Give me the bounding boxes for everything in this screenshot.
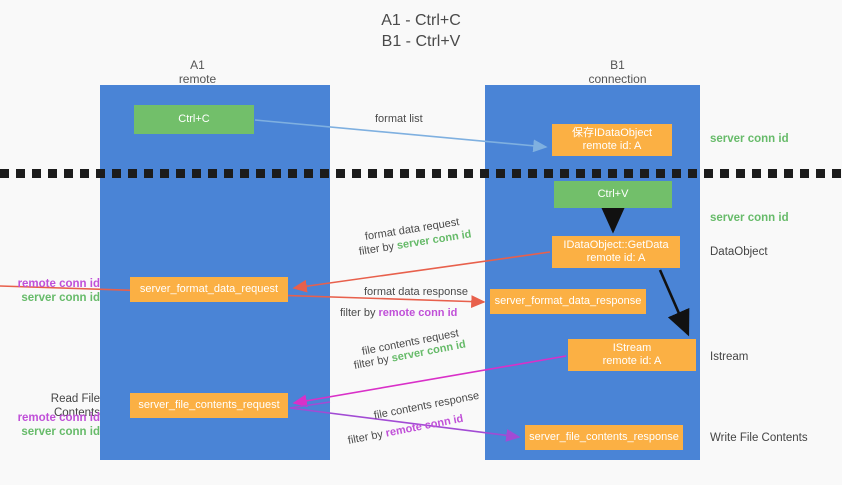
filter-by-text-1: filter by [358,240,398,258]
node-istream[interactable]: IStream remote id: A [568,339,696,371]
edge-label-format-list: format list [375,113,423,125]
node-ctrl-c[interactable]: Ctrl+C [134,105,254,134]
label-conn-ids-format: remote conn id server conn id [8,277,100,305]
node-server-format-data-request[interactable]: server_format_data_request [130,277,288,302]
label-write-file-contents: Write File Contents [710,432,808,444]
filter-by-text-3: filter by [352,352,393,372]
node-ctrl-v[interactable]: Ctrl+V [554,181,672,208]
label-remote-conn-id-2: remote conn id [17,412,100,424]
node-idataobject-getdata[interactable]: IDataObject::GetData remote id: A [552,236,680,268]
node-server-file-contents-response[interactable]: server_file_contents_response [525,425,683,450]
node-server-format-data-response[interactable]: server_format_data_response [490,289,646,314]
remote-conn-id-text-1: remote conn id [378,307,458,319]
label-remote-conn-id-1: remote conn id [17,278,100,290]
label-conn-ids-file: remote conn id server conn id [8,411,100,439]
edge-label-filter-by-remote-conn-id-2: filter by remote conn id [347,412,465,448]
edge-label-format-data-response: format data response [364,286,468,298]
node-server-file-contents-request[interactable]: server_file_contents_request [130,393,288,418]
edge-label-filter-by-remote-conn-id-1: filter by remote conn id [340,306,457,320]
label-server-conn-id-2: server conn id [21,426,100,438]
label-istream: Istream [710,351,749,363]
divider-dashed-line [0,169,842,178]
column-header-a1: A1 remote [178,58,217,86]
label-server-conn-id-top: server conn id [710,133,789,145]
label-read-file-contents: Read File Contents [50,393,100,419]
column-header-b1: B1 connection [588,58,647,86]
node-idataobject[interactable]: 保存IDataObject remote id: A [552,124,672,156]
label-server-conn-id-middle: server conn id [710,212,789,224]
filter-by-text-2: filter by [340,307,379,319]
label-server-conn-id-1: server conn id [21,292,100,304]
page-title: A1 - Ctrl+C B1 - Ctrl+V [381,12,461,50]
filter-by-text-4: filter by [346,427,387,447]
label-dataobject: DataObject [710,246,768,258]
